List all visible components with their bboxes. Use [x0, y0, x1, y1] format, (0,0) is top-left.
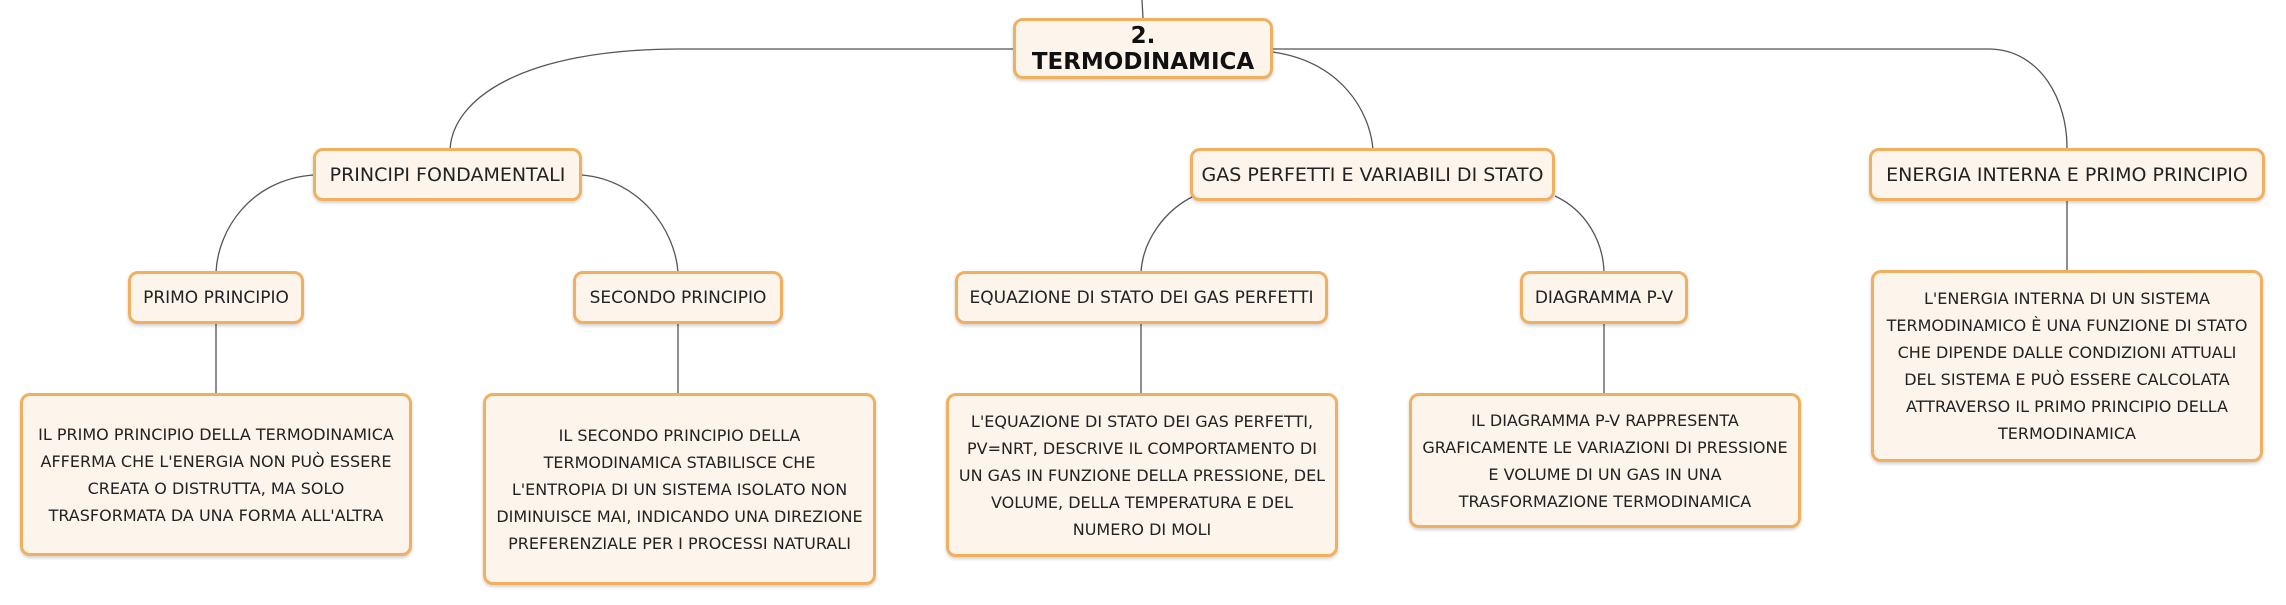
- detail-secondo-principio[interactable]: IL SECONDO PRINCIPIO DELLA TERMODINAMICA…: [483, 393, 876, 585]
- detail-text: L'ENERGIA INTERNA DI UN SISTEMA TERMODIN…: [1886, 289, 2248, 443]
- branch-label: ENERGIA INTERNA E PRIMO PRINCIPIO: [1886, 163, 2248, 186]
- connector-principi-primo: [215, 174, 314, 273]
- branch-label: PRINCIPI FONDAMENTALI: [329, 163, 566, 186]
- detail-equazione-di-stato[interactable]: L'EQUAZIONE DI STATO DEI GAS PERFETTI, P…: [946, 393, 1338, 557]
- node-secondo-principio[interactable]: SECONDO PRINCIPIO: [573, 271, 783, 324]
- node-label: SECONDO PRINCIPIO: [589, 287, 767, 308]
- connector-root-gas: [1272, 51, 1374, 151]
- detail-diagramma-pv[interactable]: IL DIAGRAMMA P-V RAPPRESENTA GRAFICAMENT…: [1409, 393, 1801, 528]
- root-label: 2. TERMODINAMICA: [1031, 22, 1255, 75]
- node-label: EQUAZIONE DI STATO DEI GAS PERFETTI: [969, 287, 1314, 308]
- connector-root-principi: [449, 48, 1013, 151]
- node-label: DIAGRAMMA P-V: [1534, 287, 1674, 308]
- detail-text: IL DIAGRAMMA P-V RAPPRESENTA GRAFICAMENT…: [1422, 410, 1788, 511]
- branch-gas-perfetti[interactable]: GAS PERFETTI E VARIABILI DI STATO: [1190, 148, 1555, 201]
- branch-energia-interna[interactable]: ENERGIA INTERNA E PRIMO PRINCIPIO: [1869, 148, 2265, 201]
- node-diagramma-pv[interactable]: DIAGRAMMA P-V: [1520, 271, 1688, 324]
- branch-principi-fondamentali[interactable]: PRINCIPI FONDAMENTALI: [313, 148, 582, 201]
- connector-root-parent: [1141, 0, 1144, 19]
- connector-gas-diagramma: [1554, 195, 1605, 273]
- detail-energia-interna[interactable]: L'ENERGIA INTERNA DI UN SISTEMA TERMODIN…: [1871, 270, 2263, 462]
- detail-text: IL PRIMO PRINCIPIO DELLA TERMODINAMICA A…: [38, 424, 394, 525]
- branch-label: GAS PERFETTI E VARIABILI DI STATO: [1201, 163, 1544, 186]
- node-primo-principio[interactable]: PRIMO PRINCIPIO: [128, 271, 304, 324]
- detail-text: L'EQUAZIONE DI STATO DEI GAS PERFETTI, P…: [958, 411, 1326, 539]
- detail-text: IL SECONDO PRINCIPIO DELLA TERMODINAMICA…: [496, 425, 863, 553]
- connector-principi-secondo: [581, 174, 679, 273]
- connector-gas-equazione: [1140, 195, 1195, 273]
- node-equazione-di-stato[interactable]: EQUAZIONE DI STATO DEI GAS PERFETTI: [955, 271, 1328, 324]
- node-label: PRIMO PRINCIPIO: [143, 287, 289, 308]
- detail-primo-principio[interactable]: IL PRIMO PRINCIPIO DELLA TERMODINAMICA A…: [20, 393, 412, 556]
- connector-root-energia: [1273, 48, 2068, 151]
- root-node[interactable]: 2. TERMODINAMICA: [1013, 18, 1273, 79]
